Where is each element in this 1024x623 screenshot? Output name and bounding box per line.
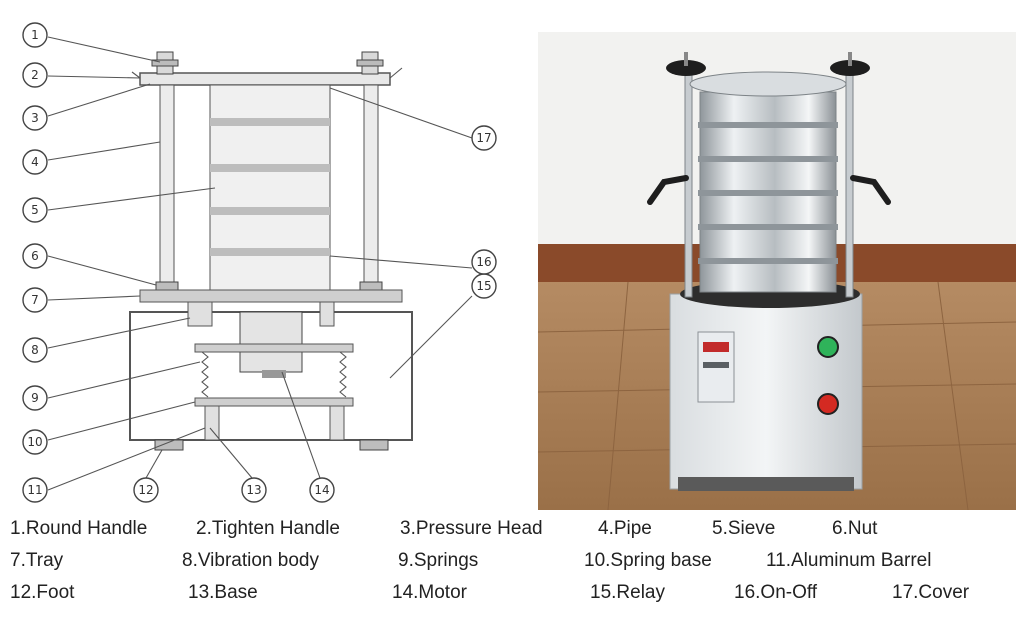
cover	[689, 71, 847, 97]
rod-left	[684, 71, 693, 298]
callout-7: 7	[22, 287, 48, 313]
callout-14: 14	[309, 477, 335, 503]
legend-item-10: 10.Spring base	[584, 550, 712, 571]
pressure-head-drawing	[139, 72, 391, 86]
round-handle-left	[666, 60, 706, 76]
motor-drawing	[239, 311, 303, 373]
legend-item-6: 6.Nut	[832, 518, 878, 539]
technical-diagram: 1 2 3 4 5 6 7 8 9 10 11 12 13 14 15 16 1…	[0, 0, 530, 510]
tighten-handle-right	[850, 175, 891, 205]
callout-16: 16	[471, 249, 497, 275]
on-switch	[817, 336, 839, 358]
legend-item-2: 2.Tighten Handle	[196, 518, 341, 539]
callout-12: 12	[133, 477, 159, 503]
svg-text:7: 7	[31, 293, 39, 307]
callout-13: 13	[241, 477, 267, 503]
legend-item-9: 9.Springs	[398, 550, 479, 571]
svg-text:12: 12	[138, 483, 153, 497]
rod-right	[845, 71, 854, 298]
product-photo	[538, 32, 1016, 510]
tray-drawing	[139, 289, 403, 303]
legend-item-11: 11.Aluminum Barrel	[766, 550, 932, 571]
svg-text:4: 4	[31, 155, 39, 169]
callout-8: 8	[22, 337, 48, 363]
foot-left-drawing	[154, 439, 184, 451]
pipe-left-drawing	[159, 84, 175, 291]
tighten-handle-left	[647, 175, 689, 205]
legend-item-3: 3.Pressure Head	[400, 518, 543, 539]
legend-item-1: 1.Round Handle	[10, 518, 148, 539]
svg-text:6: 6	[31, 249, 39, 263]
legend-item-4: 4.Pipe	[598, 518, 652, 539]
foot-right-drawing	[359, 439, 389, 451]
legend-item-14: 14.Motor	[392, 582, 467, 603]
legend-item-7: 7.Tray	[10, 550, 64, 571]
svg-text:13: 13	[246, 483, 261, 497]
callout-15: 15	[471, 273, 497, 299]
svg-text:14: 14	[314, 483, 329, 497]
legend-item-15: 15.Relay	[590, 582, 665, 603]
legend-item-16: 16.On-Off	[734, 582, 818, 603]
spring-base-drawing	[194, 343, 354, 353]
callout-3: 3	[22, 105, 48, 131]
callout-5: 5	[22, 197, 48, 223]
round-handle-right	[830, 60, 870, 76]
svg-text:17: 17	[476, 131, 491, 145]
callout-17: 17	[471, 125, 497, 151]
svg-text:15: 15	[476, 279, 491, 293]
callout-9: 9	[22, 385, 48, 411]
svg-text:10: 10	[27, 435, 42, 449]
legend-item-5: 5.Sieve	[712, 518, 776, 539]
callout-11: 11	[22, 477, 48, 503]
svg-text:11: 11	[27, 483, 42, 497]
svg-text:5: 5	[31, 203, 39, 217]
callout-2: 2	[22, 62, 48, 88]
sieve-stack-drawing	[209, 84, 331, 291]
svg-text:2: 2	[31, 68, 39, 82]
svg-text:1: 1	[31, 28, 39, 42]
svg-text:9: 9	[31, 391, 39, 405]
legend-item-8: 8.Vibration body	[182, 550, 319, 571]
sieve-stack	[698, 91, 838, 293]
springs-drawing	[201, 351, 209, 398]
callout-1: 1	[22, 22, 48, 48]
legend-item-17: 17.Cover	[892, 582, 970, 603]
legend-item-13: 13.Base	[188, 582, 258, 603]
svg-text:8: 8	[31, 343, 39, 357]
svg-text:3: 3	[31, 111, 39, 125]
off-switch	[817, 393, 839, 415]
callout-10: 10	[22, 429, 48, 455]
callout-4: 4	[22, 149, 48, 175]
legend-item-12: 12.Foot	[10, 582, 75, 603]
callout-6: 6	[22, 243, 48, 269]
svg-text:16: 16	[476, 255, 491, 269]
